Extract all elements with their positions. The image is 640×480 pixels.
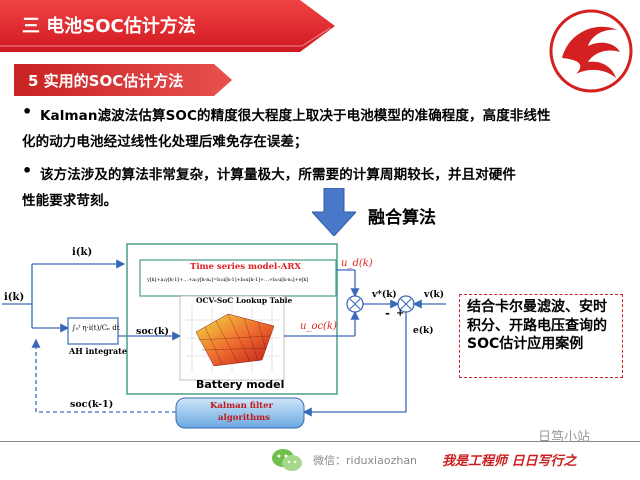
uoc-label: u_oc(k) [300, 321, 337, 332]
soc-label: soc(k) [136, 326, 170, 337]
model-current-label: i(k) [72, 247, 93, 258]
bullet-2-line-1: 该方法涉及的算法非常复杂，计算量极大，所需要的计算周期较长，并且对硬件 [40, 167, 516, 183]
bullet-dot: • [22, 102, 33, 121]
wechat-icon [272, 449, 302, 471]
subtitle-bar [14, 64, 232, 96]
title-bar [0, 0, 335, 52]
ud-label: u_d(k) [341, 258, 373, 269]
arx-title: Time series model-ARX [190, 262, 301, 272]
kalman-label-1: Kalman filter [210, 401, 273, 411]
footer-divider [0, 441, 640, 442]
ocv-title: OCV-SoC Lookup Table [196, 296, 293, 305]
battery-model-label: Battery model [196, 378, 285, 391]
down-arrow-icon [312, 188, 356, 236]
vstar-label: v*(k) [372, 290, 397, 300]
ah-integrate-label: AH integrate [69, 346, 127, 356]
plus-sign: + [396, 308, 405, 319]
kalman-label-2: algorithms [218, 413, 270, 423]
page-title: 三 电池SOC估计方法 [22, 16, 196, 37]
arx-equation: y[k]+a₁y[k-1]+…+aₙy[k-nₐ]=b₁u[k-1]+b₂u[k… [147, 277, 309, 283]
watermark: 日笃小站 [538, 430, 591, 445]
minus-sign: - [385, 306, 390, 320]
footer-wechat-id: 微信：riduxiaozhan [313, 454, 418, 467]
error-label: e(k) [413, 326, 434, 336]
voltage-label: v(k) [424, 290, 444, 300]
fusion-label: 融合算法 [368, 208, 436, 228]
bullet-1-line-1: Kalman滤波法估算SOC的精度很大程度上取决于电池模型的准确程度，高度非线性 [40, 108, 551, 124]
input-current-label: i(k) [4, 292, 25, 303]
ah-formula: ∫₀ᵗ η·i(t)/Cₙ dt [72, 324, 120, 332]
bullet-dot: • [22, 161, 33, 180]
callout-box [459, 294, 623, 378]
soc-estimation-diagram [2, 243, 446, 429]
bullet-2-line-2: 性能要求苛刻。 [22, 193, 118, 209]
footer-slogan: 我是工程师 日日写行之 [442, 454, 577, 469]
section-subtitle: 5 实用的SOC估计方法 [28, 72, 184, 90]
soc-prev-label: soc(k-1) [70, 399, 114, 410]
logo-icon [549, 9, 633, 93]
callout-text: 结合卡尔曼滤波、安时积分、开路电压查询的SOC估计应用案例 [467, 299, 607, 352]
bullet-1-line-2: 化的动力电池经过线性化处理后难免存在误差； [22, 134, 308, 150]
